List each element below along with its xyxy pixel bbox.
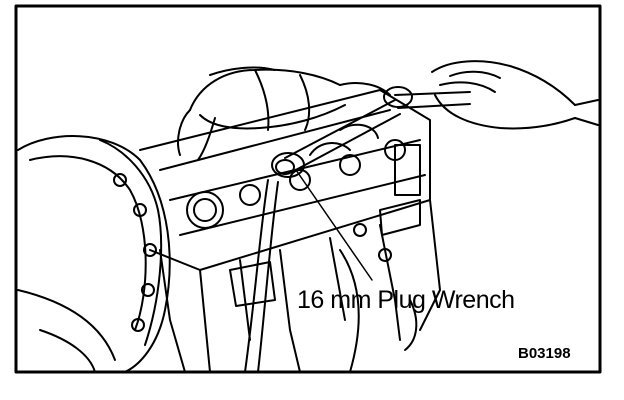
flywheel-housing <box>17 135 171 373</box>
figure-id: B03198 <box>518 345 571 362</box>
callout-label: 16 mm Plug Wrench <box>297 286 515 314</box>
plug-wrench <box>244 86 413 373</box>
figure-frame <box>14 4 602 374</box>
engine-block <box>139 89 441 373</box>
left-hand <box>177 66 391 161</box>
right-hand <box>394 60 599 130</box>
callout-leader <box>295 169 373 281</box>
